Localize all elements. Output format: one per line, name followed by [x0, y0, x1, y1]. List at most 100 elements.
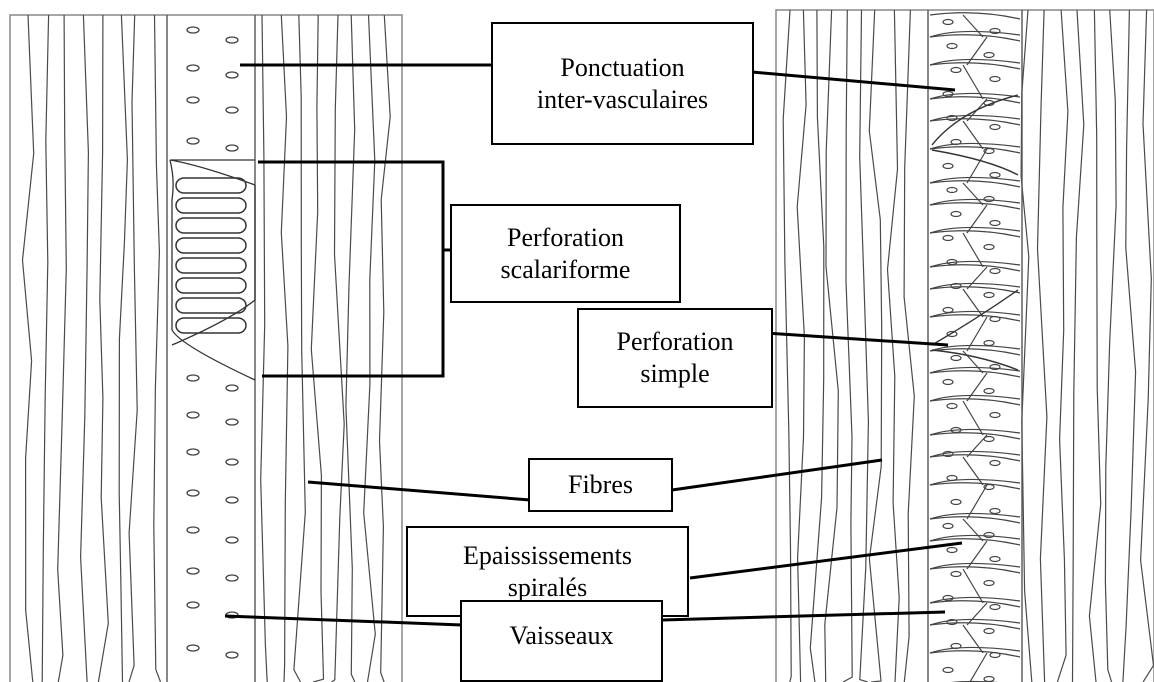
cell-divider — [962, 14, 984, 38]
fiber-line — [331, 14, 345, 682]
cell-divider — [962, 624, 984, 654]
pit — [186, 448, 200, 456]
fiber-line — [903, 9, 915, 682]
pit — [946, 330, 958, 338]
fiber-line — [886, 9, 900, 682]
vessel-cell — [929, 286, 1021, 318]
vessel-cell — [929, 34, 1021, 66]
pit — [942, 666, 954, 674]
fiber-line — [868, 9, 883, 682]
pit — [989, 219, 1001, 227]
pit — [946, 402, 958, 410]
pit — [983, 387, 995, 395]
right-vessel — [927, 10, 1023, 682]
fiber-line — [363, 14, 376, 682]
vessel-cell — [929, 230, 1021, 268]
pit — [186, 96, 200, 104]
right-vessel-pits — [942, 18, 1001, 682]
pit — [186, 137, 200, 145]
vessel-cell — [929, 314, 1021, 352]
pit — [950, 138, 962, 146]
fiber-line — [345, 14, 356, 682]
pit — [950, 282, 962, 290]
pit — [950, 570, 962, 578]
pit — [946, 186, 958, 194]
pit — [946, 42, 958, 50]
pit — [186, 374, 200, 382]
pit — [186, 26, 200, 34]
pit — [983, 579, 995, 587]
scalariform-bar — [175, 297, 247, 314]
cell-divider — [962, 400, 984, 436]
pit — [983, 51, 995, 59]
pit — [942, 450, 954, 458]
label-epaississements-line1: Epaississements — [463, 540, 632, 570]
pit — [186, 644, 200, 652]
cell-divider — [966, 484, 988, 520]
label-vaisseaux-text: Vaisseaux — [509, 621, 614, 650]
cell-divider — [962, 182, 984, 206]
left-vessel — [166, 15, 256, 682]
pit — [186, 601, 200, 609]
cell-divider — [966, 204, 988, 234]
pit — [225, 651, 239, 659]
fiber-line — [79, 14, 90, 682]
vessel-cell — [929, 432, 1021, 458]
pit — [989, 651, 1001, 659]
left-panel-frame — [9, 14, 403, 682]
scalariform-bar — [175, 177, 247, 194]
fiber-line — [782, 9, 792, 682]
pit — [950, 210, 962, 218]
cell-divider — [962, 64, 984, 100]
pit — [225, 144, 239, 152]
cell-divider — [966, 316, 988, 352]
cell-divider — [966, 602, 988, 626]
left-fibers-inner — [260, 14, 391, 682]
leader-vaisseaux-right — [661, 610, 946, 622]
pit — [983, 195, 995, 203]
vessel-cell — [929, 650, 1021, 682]
pit — [983, 339, 995, 347]
left-wood-panel — [9, 14, 403, 682]
label-vaisseaux: Vaisseaux — [460, 600, 663, 682]
pit — [225, 36, 239, 44]
cell-divider — [962, 288, 984, 318]
cell-divider — [962, 120, 984, 150]
pit — [946, 258, 958, 266]
label-epaississements-line2: spiralés — [507, 572, 588, 602]
fiber-line — [293, 14, 306, 682]
pit — [942, 162, 954, 170]
cell-divider — [966, 266, 988, 290]
pit — [983, 147, 995, 155]
label-ponctuation-line2: inter-vasculaires — [536, 84, 709, 114]
cell-divider — [969, 652, 988, 682]
fiber-line — [310, 14, 325, 682]
fiber-line — [128, 14, 138, 682]
fiber-line — [859, 9, 870, 682]
pit — [983, 243, 995, 251]
left-fibers-outer — [21, 14, 162, 682]
fiber-line — [57, 14, 67, 682]
fiber-line — [842, 9, 853, 682]
cell-divider — [966, 36, 988, 66]
pit — [989, 555, 1001, 563]
pit — [225, 384, 239, 392]
cell-divider — [966, 372, 988, 402]
fiber-line — [796, 9, 807, 682]
pit — [186, 411, 200, 419]
pit — [942, 234, 954, 242]
vessel-cell — [929, 12, 1021, 38]
pit — [989, 411, 1001, 419]
pit — [950, 66, 962, 74]
scalariform-plate-border — [171, 185, 256, 346]
pit — [225, 496, 239, 504]
vessel-cell — [929, 538, 1021, 570]
fiber-line — [378, 14, 391, 682]
vessel-cell — [929, 118, 1021, 150]
vessel-cell — [929, 96, 1021, 122]
fiber-line — [97, 14, 109, 682]
pit — [225, 418, 239, 426]
leader-ponctuation-right — [751, 70, 956, 92]
scalariform-bar — [175, 217, 247, 234]
right-fibers-inner — [1020, 9, 1154, 682]
